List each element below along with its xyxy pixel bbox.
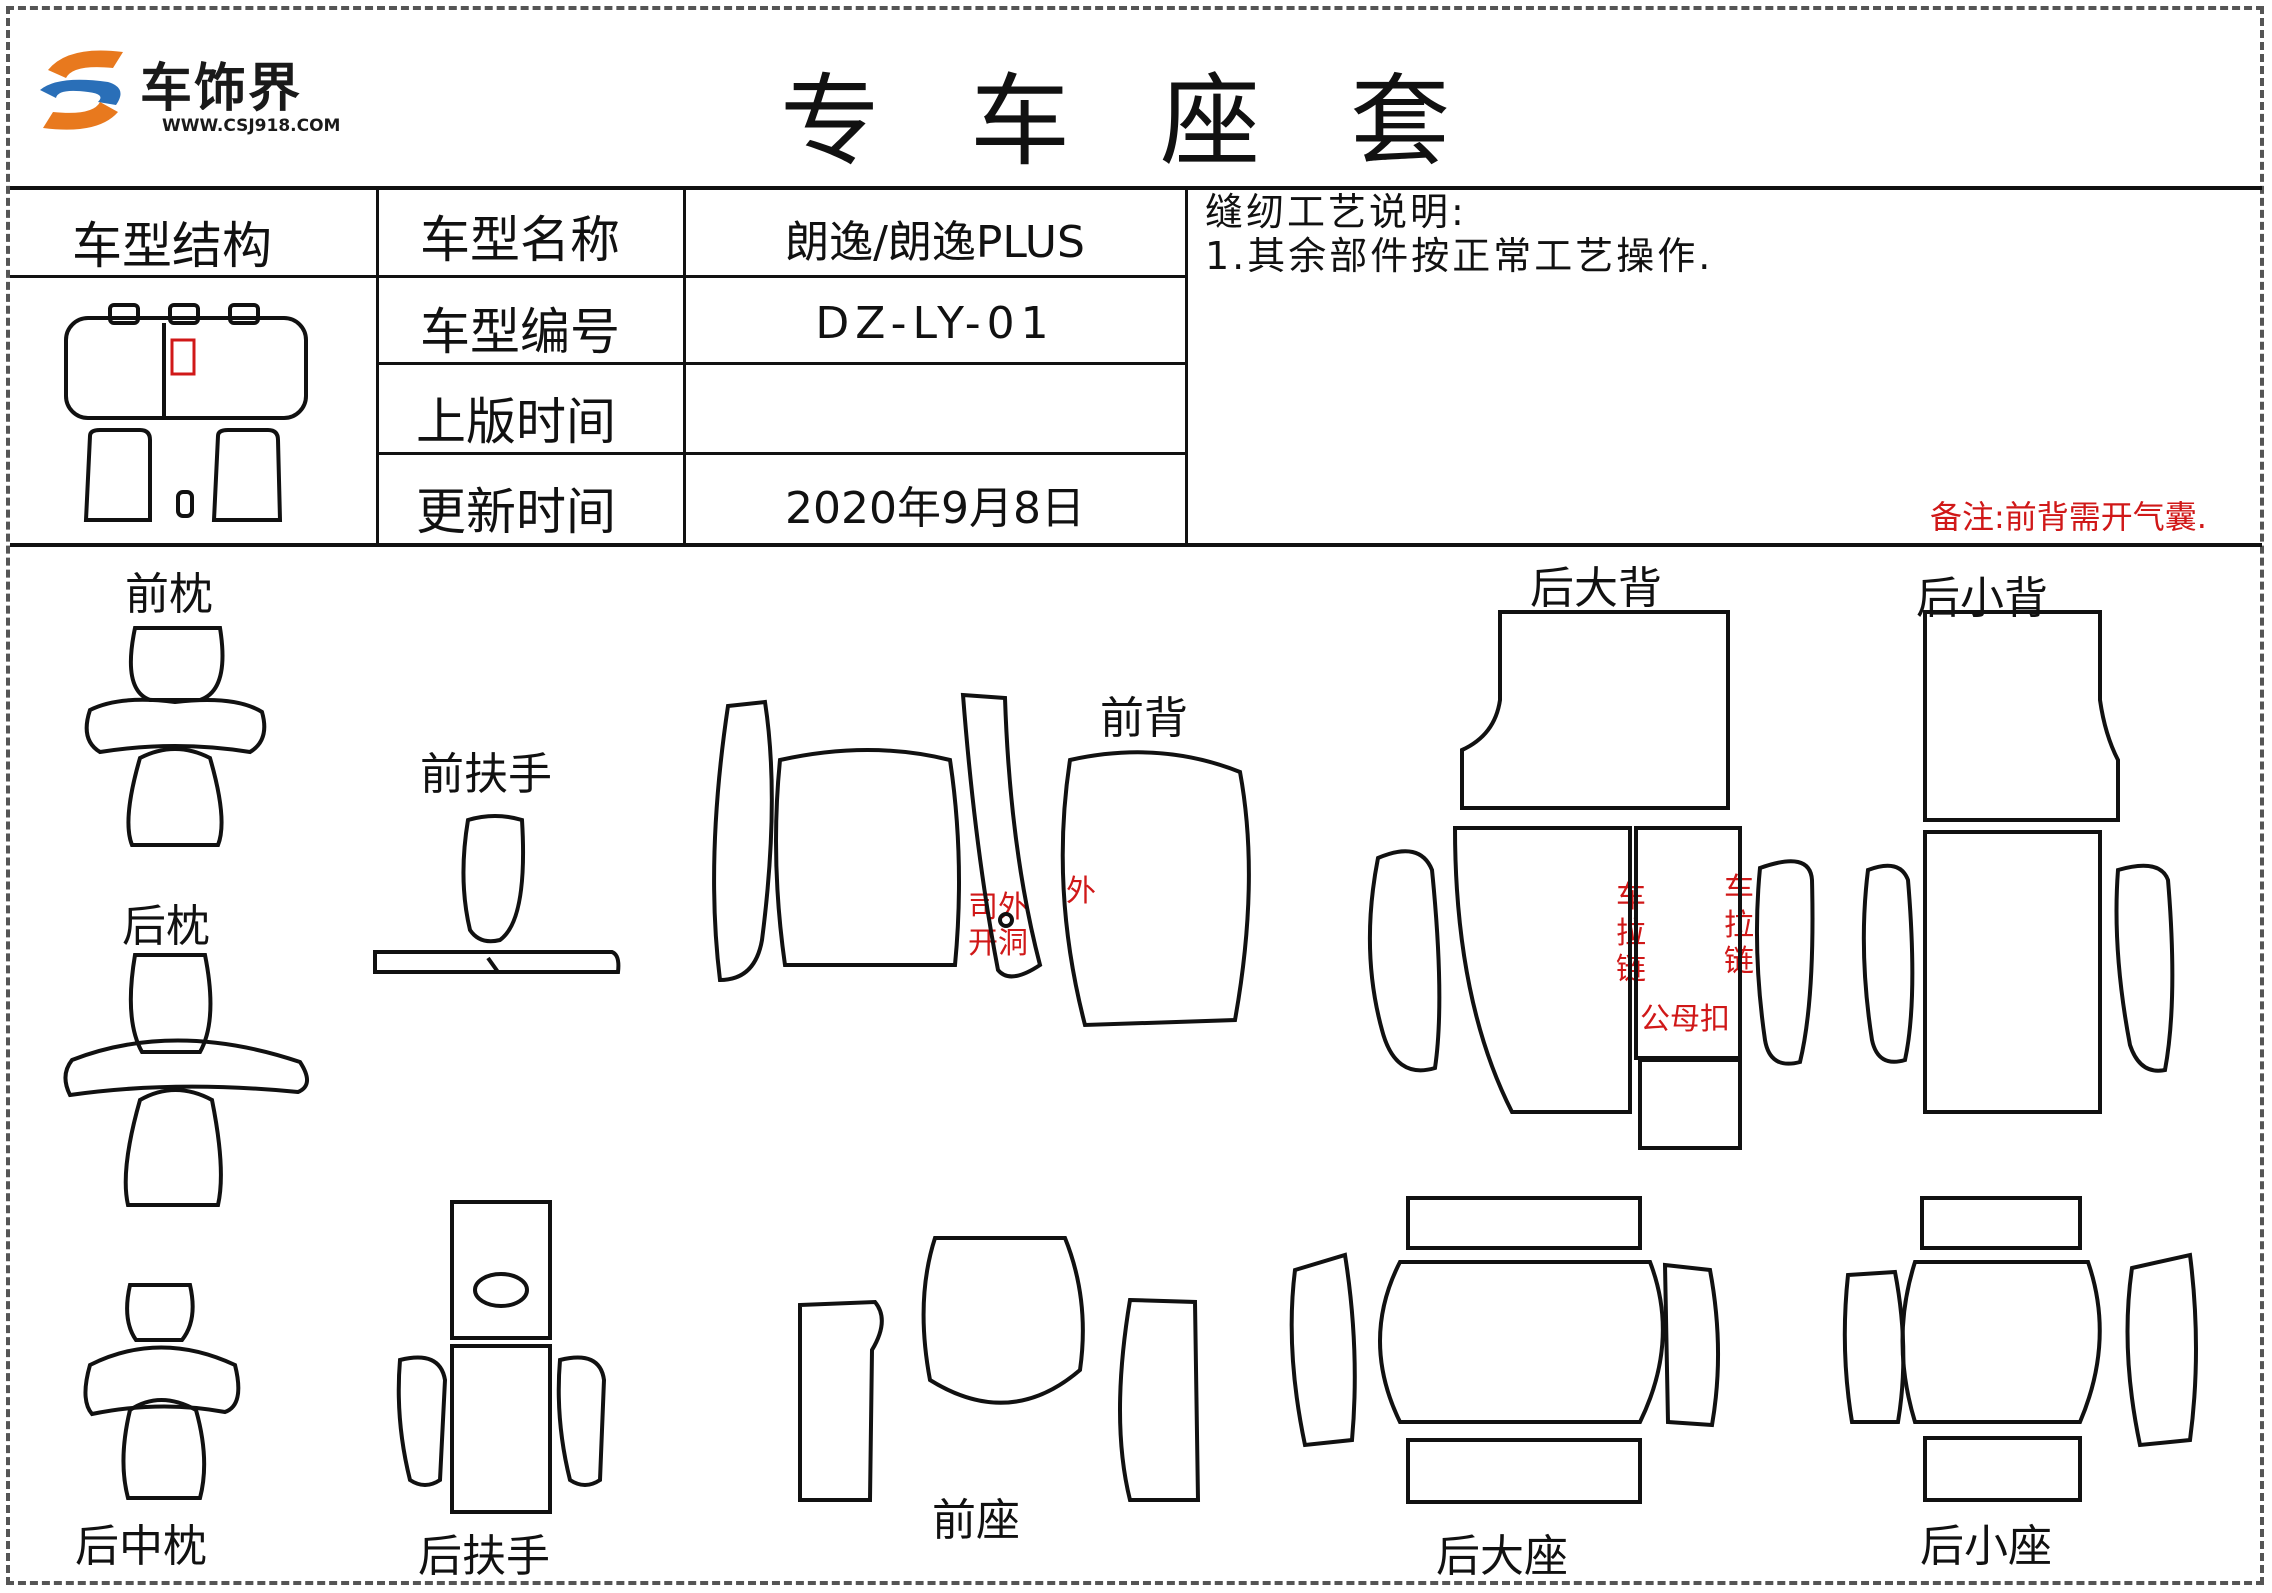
- annotation-side-airbag-line1: 司外: [968, 890, 1028, 925]
- sewing-notes-title: 缝纫工艺说明:: [1205, 190, 1467, 234]
- model-code-value: DZ-LY-01: [815, 298, 1055, 349]
- rear-large-back-pieces: [1367, 610, 1815, 1150]
- annotation-side-airbag-line2: 开洞: [968, 926, 1028, 961]
- label-rear-large-back: 后大背: [1530, 563, 1662, 614]
- header-bottom-rule: [10, 543, 2262, 547]
- label-rear-middle-headrest: 后中枕: [75, 1521, 207, 1572]
- label-rear-headrest: 后枕: [122, 901, 210, 952]
- annotation-side-airbag: 司外 开洞: [968, 890, 1028, 962]
- model-code-label: 车型编号: [420, 303, 620, 361]
- structure-label: 车型结构: [72, 217, 272, 275]
- label-front-seat: 前座: [932, 1495, 1020, 1546]
- rear-large-seat-pieces: [1289, 1196, 1721, 1504]
- front-armrest-pieces: [373, 814, 621, 974]
- structure-divider: [10, 275, 380, 278]
- remark-note: 备注:前背需开气囊.: [1930, 498, 2207, 536]
- label-front-headrest: 前枕: [125, 569, 213, 620]
- model-name-label: 车型名称: [420, 211, 620, 269]
- label-rear-small-seat: 后小座: [1920, 1521, 2052, 1572]
- rear-middle-headrest-pieces: [83, 1283, 241, 1500]
- logo-icon: [40, 50, 123, 130]
- col-divider-1: [376, 186, 379, 546]
- update-time-value: 2020年9月8日: [785, 483, 1085, 534]
- label-rear-armrest: 后扶手: [418, 1531, 550, 1582]
- brand-name: 车饰界: [140, 59, 303, 119]
- label-front-back: 前背: [1100, 693, 1188, 744]
- header-top-rule: [10, 186, 2262, 190]
- rear-armrest-pieces: [396, 1200, 607, 1514]
- page-title: 专车座套: [780, 63, 1540, 180]
- rear-headrest-pieces: [63, 953, 309, 1207]
- annotation-outer: 外: [1066, 874, 1096, 909]
- sewing-notes: 缝纫工艺说明: 1.其余部件按正常工艺操作.: [1205, 190, 1713, 278]
- rear-small-seat-pieces: [1842, 1196, 2198, 1502]
- front-seat-pieces: [798, 1236, 1201, 1502]
- label-rear-large-seat: 后大座: [1436, 1531, 1568, 1582]
- car-structure-diagram: [64, 303, 308, 522]
- release-time-label: 上版时间: [416, 393, 616, 451]
- label-rear-small-back: 后小背: [1916, 573, 2048, 624]
- front-back-pieces: [712, 692, 1251, 1028]
- row-divider-3: [376, 452, 1186, 455]
- col-divider-3: [1185, 186, 1188, 546]
- annotation-snap-button: 公母扣: [1640, 1002, 1730, 1037]
- label-front-armrest: 前扶手: [420, 749, 552, 800]
- page-border: [6, 6, 2264, 1585]
- sewing-note-item: 1.其余部件按正常工艺操作.: [1205, 234, 1714, 278]
- row-divider-2: [376, 362, 1186, 365]
- brand-url: WWW.CSJ918.COM: [162, 116, 341, 136]
- update-time-label: 更新时间: [416, 483, 616, 541]
- model-name-value: 朗逸/朗逸PLUS: [785, 217, 1085, 268]
- front-headrest-pieces: [84, 626, 267, 847]
- brand-logo: 车饰界 WWW.CSJ918.COM: [28, 40, 388, 140]
- row-divider-1: [376, 275, 1186, 278]
- col-divider-2: [683, 186, 686, 546]
- rear-small-back-pieces: [1861, 610, 2175, 1114]
